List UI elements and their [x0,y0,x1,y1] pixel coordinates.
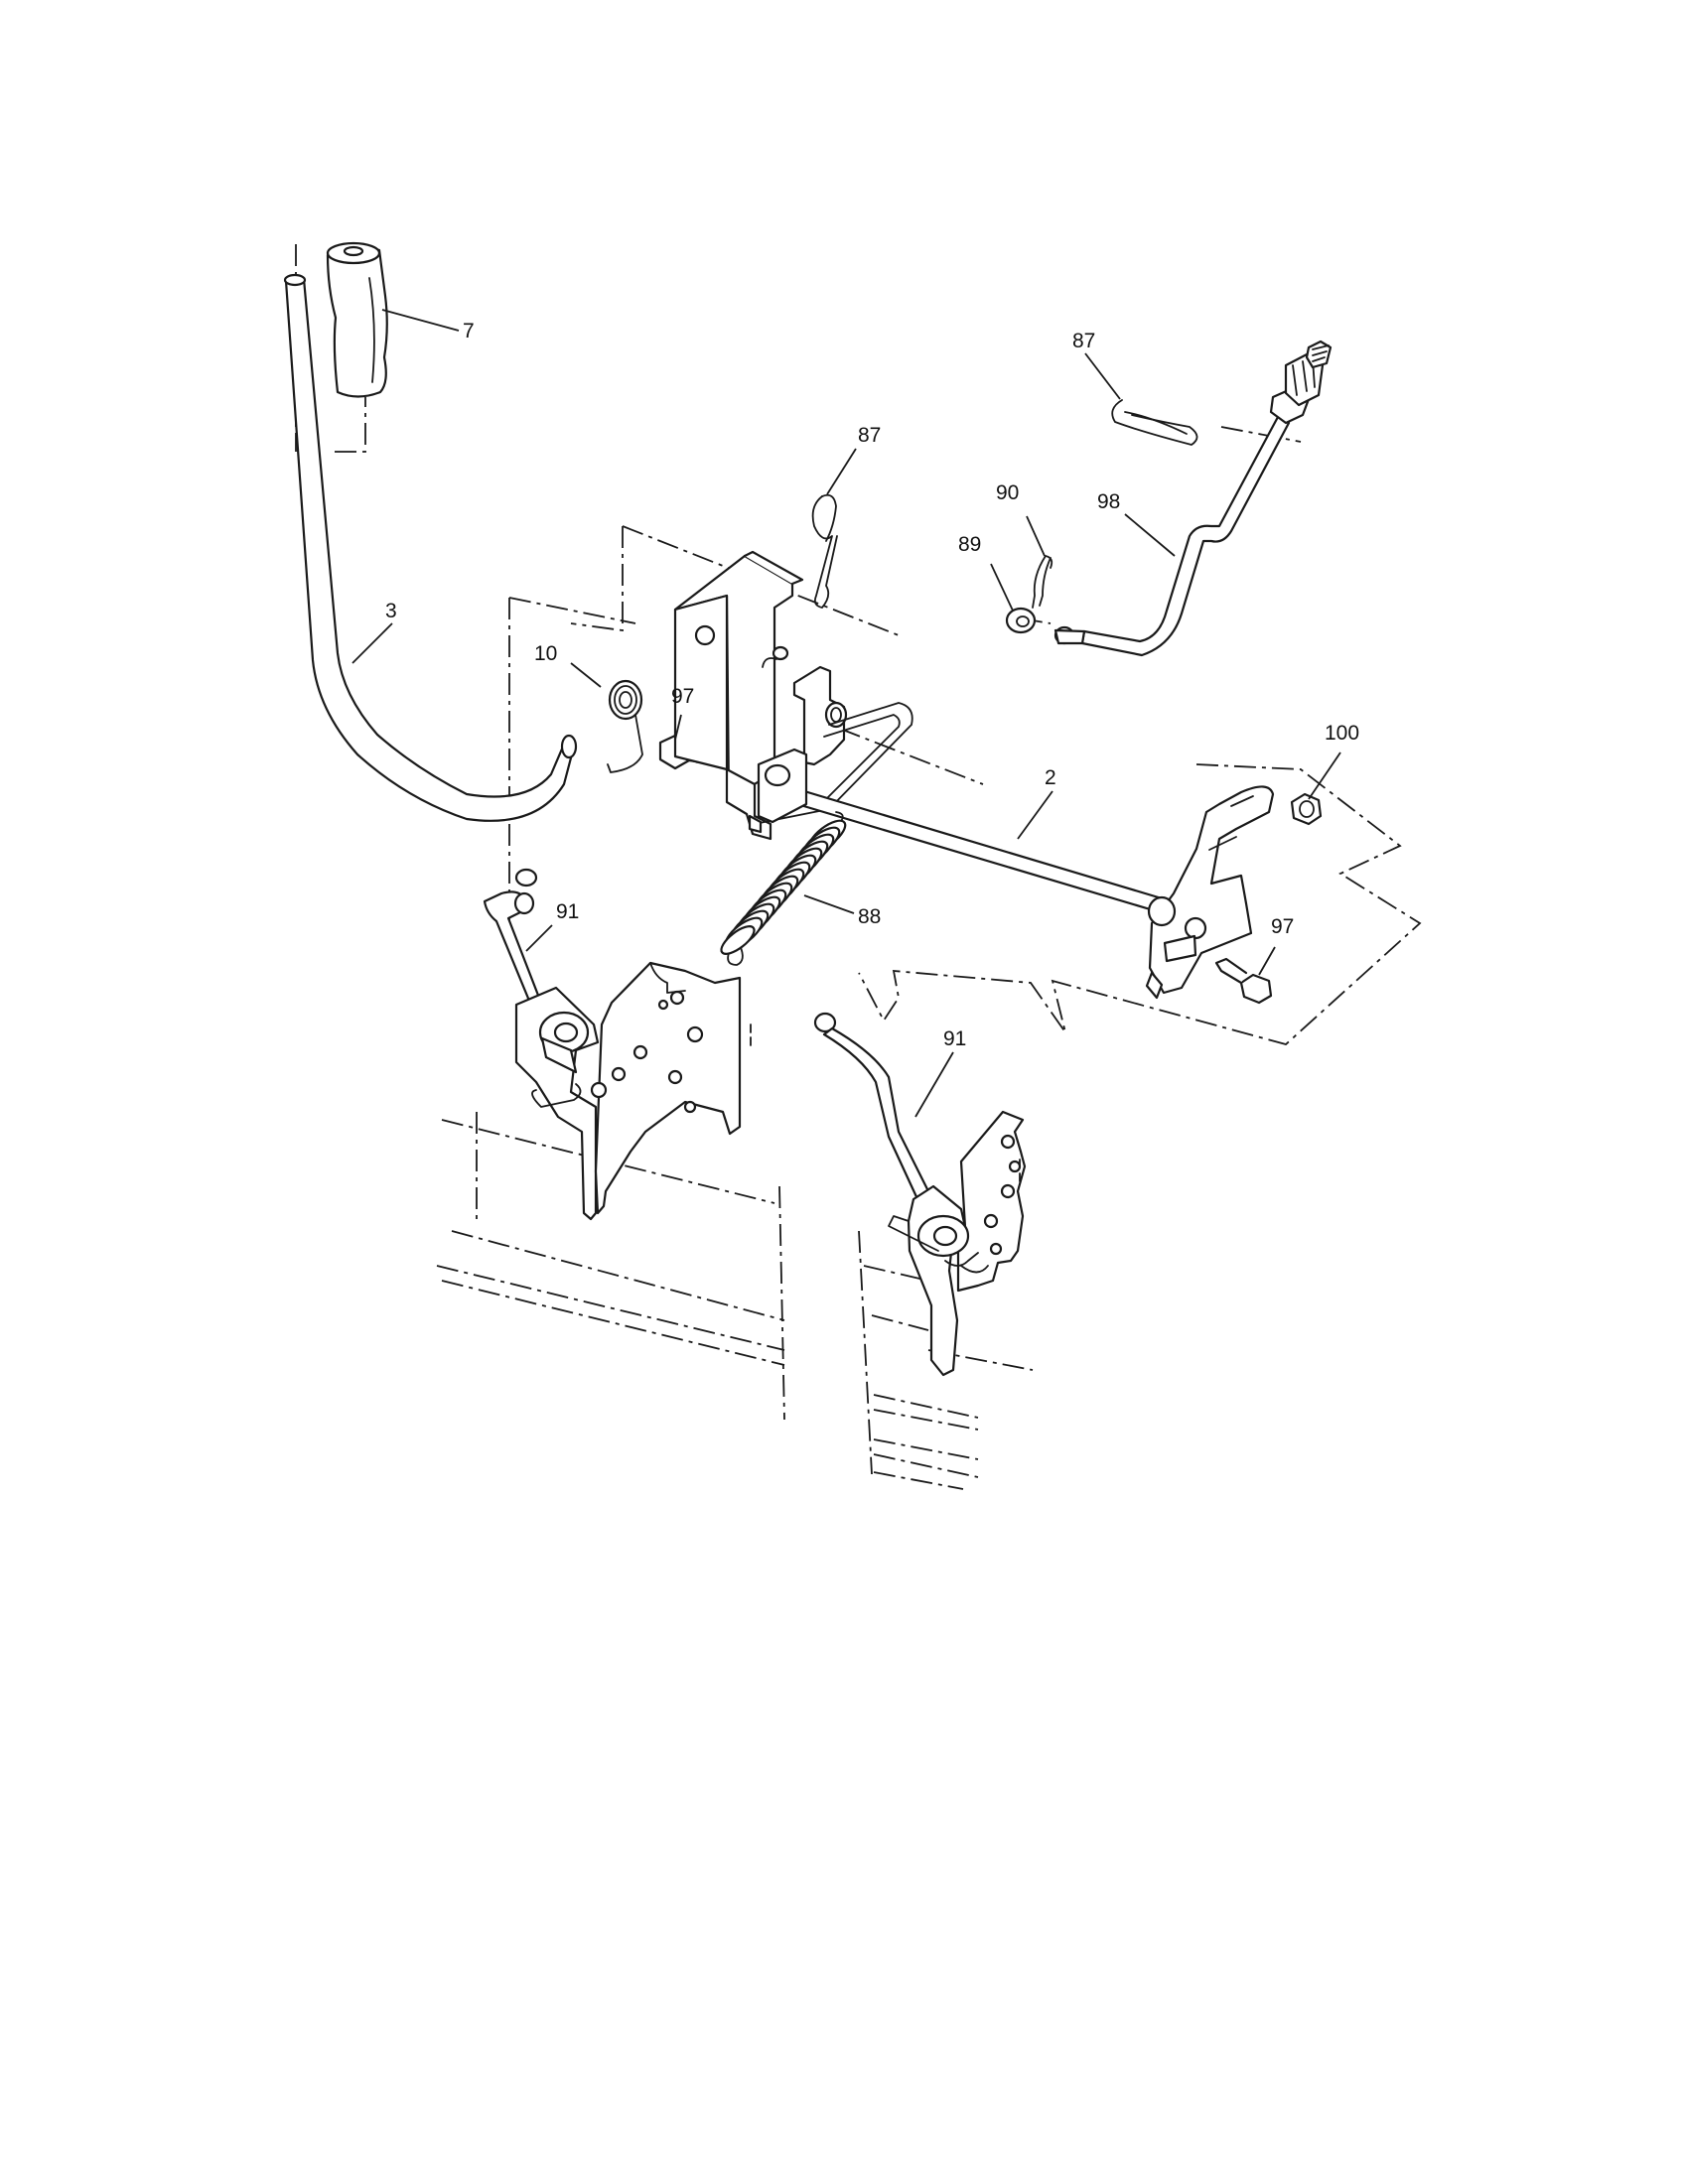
cotter-pin [1032,555,1053,609]
callout-rod: 98 [1097,490,1120,513]
hairpin-clip-right [1111,399,1198,446]
callout-pin: 90 [996,481,1019,504]
deck-bracket-right [888,1110,1027,1377]
right-lift-arm [1145,785,1275,1000]
leader-lines [351,309,1341,1118]
torsion-spring-small [607,679,643,773]
mounting-bracket [673,550,848,841]
callout-bolt-right: 97 [1271,915,1294,938]
callout-link-left: 91 [556,900,579,923]
callout-lever: 3 [385,600,397,622]
deck-bracket-left [514,961,752,1221]
callout-washer: 89 [958,533,981,556]
flat-washer [1005,607,1037,634]
callout-link-right: 91 [943,1027,966,1050]
callout-clip-left: 87 [858,424,881,447]
deck-link-left [483,868,546,1020]
lift-lever [283,273,578,822]
extension-spring [720,811,847,966]
callouts: 7 3 10 97 87 87 90 89 98 100 2 97 88 91 … [385,320,1359,1050]
handle-grip [326,241,388,398]
callout-shaft: 2 [1045,766,1056,789]
torsion-wire [754,702,913,825]
callout-bolt-left: 97 [671,685,694,708]
hairpin-clip-left [811,493,838,609]
bolt-right [1214,957,1273,1005]
cross-shaft [748,748,1164,913]
hex-nut [1290,792,1323,826]
callout-spring-large: 88 [858,905,881,928]
callout-nut: 100 [1325,722,1359,745]
adjustment-rod [1053,340,1333,657]
callout-grip: 7 [463,320,475,342]
callout-clip-right: 87 [1072,330,1095,352]
callout-spring-small: 10 [534,642,557,665]
